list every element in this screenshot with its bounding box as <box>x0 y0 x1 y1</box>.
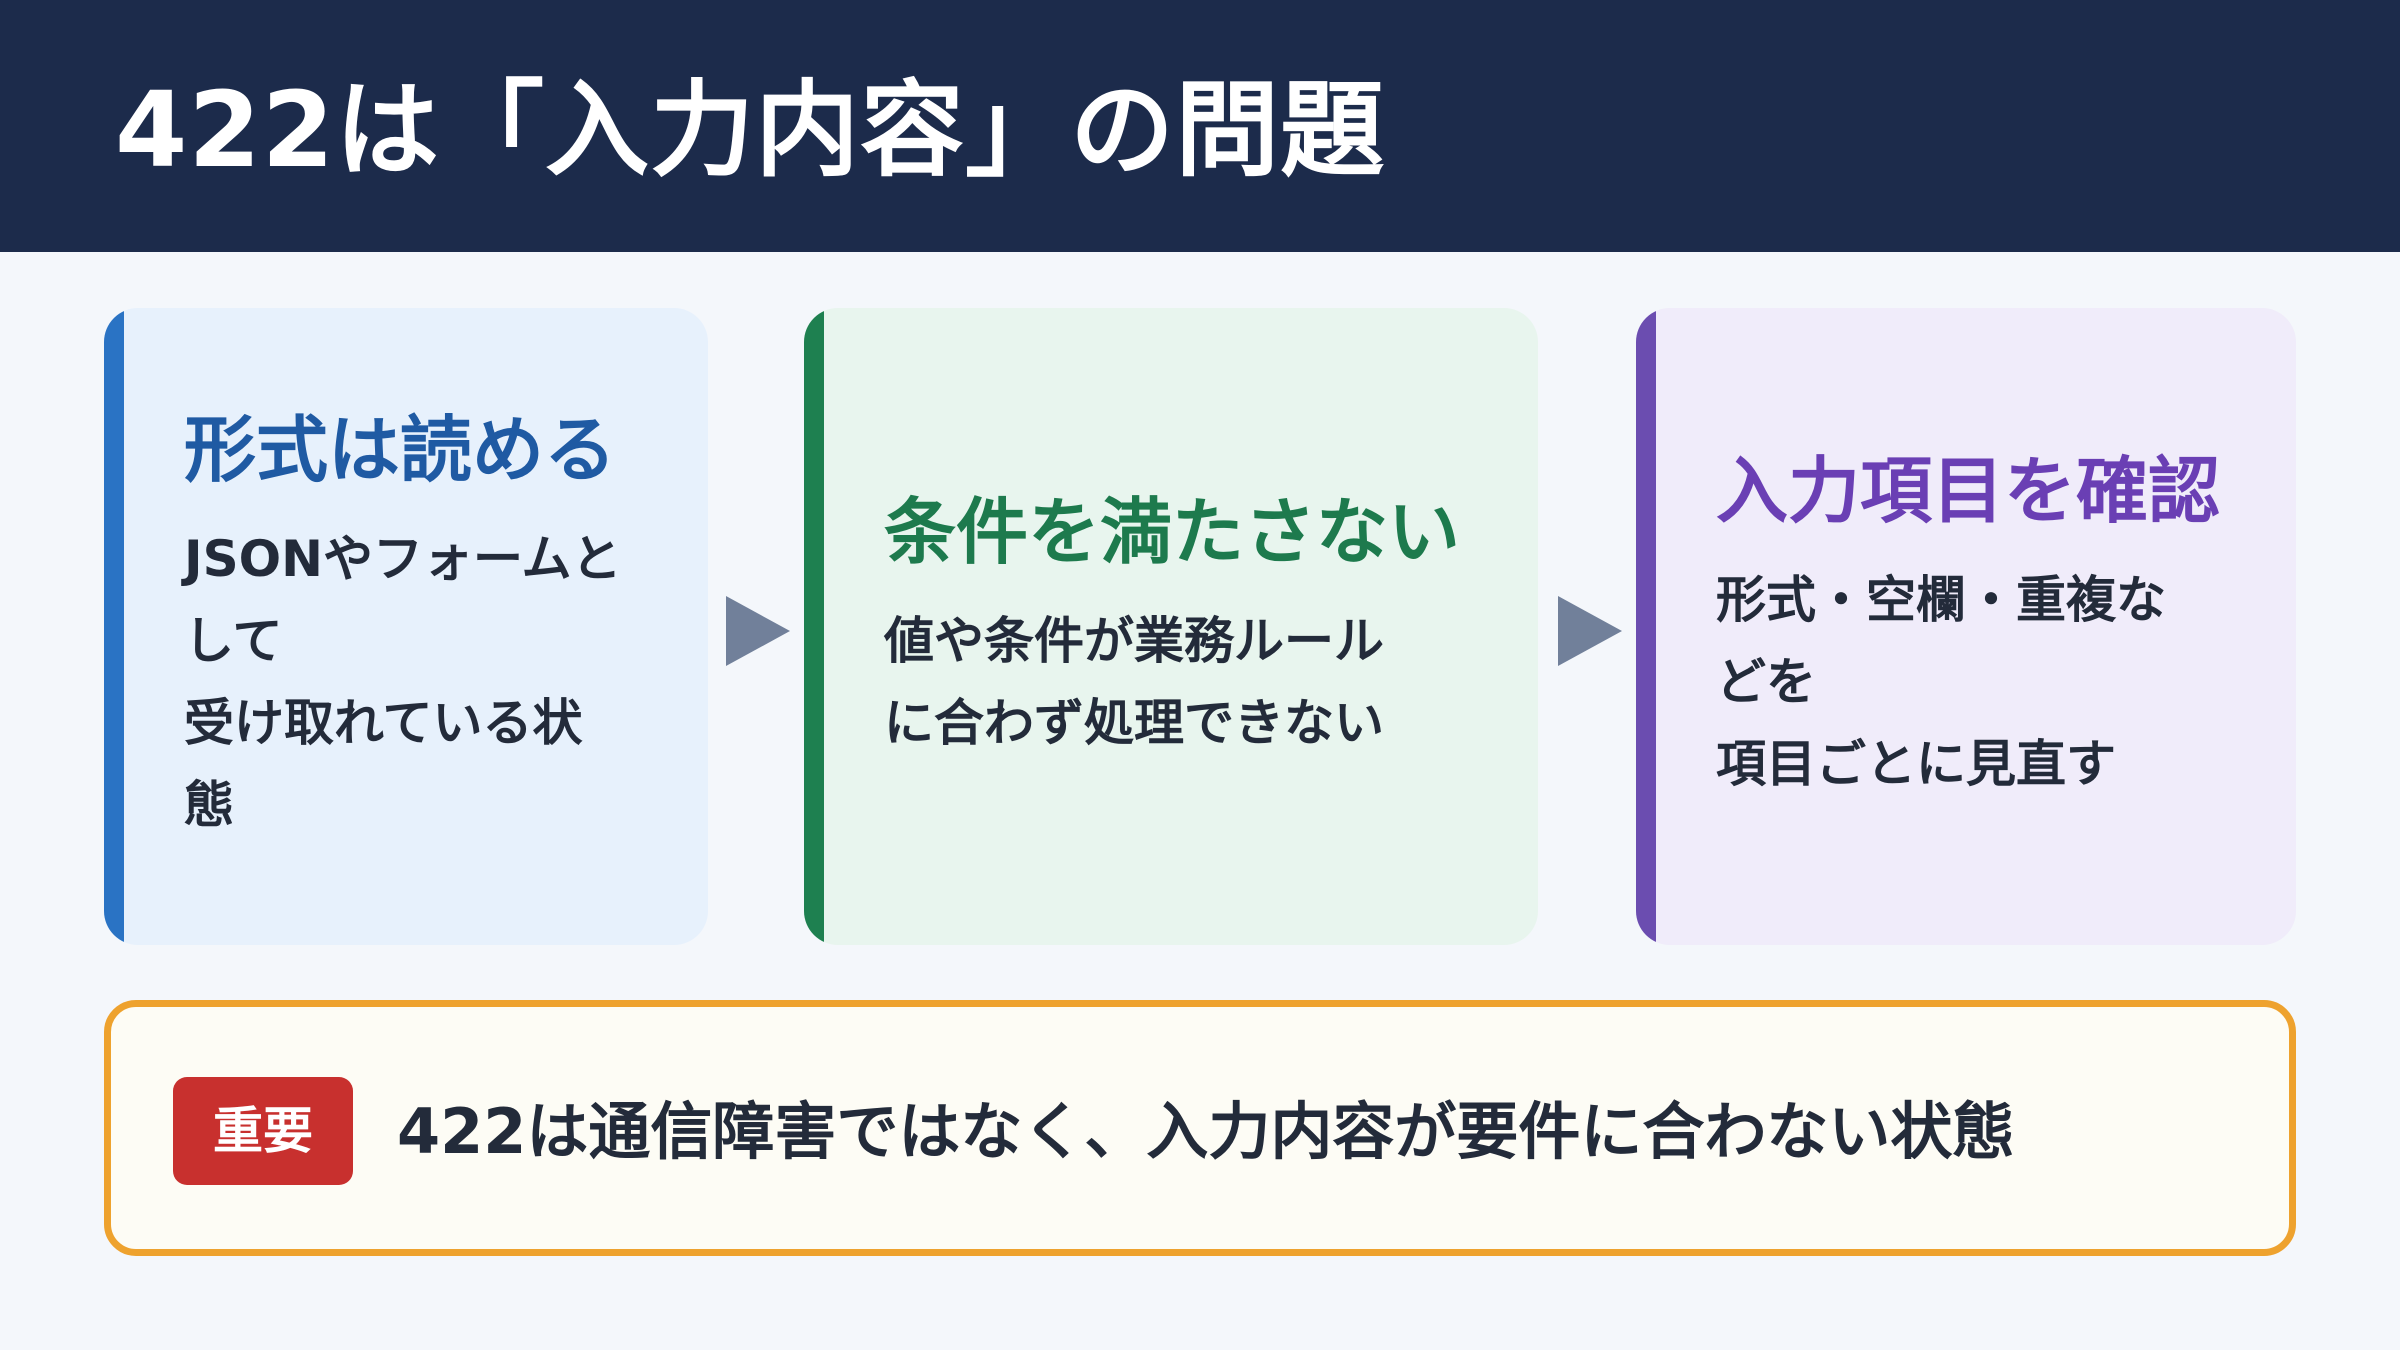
card-content: 条件を満たさない 値や条件が業務ルール に合わず処理できない <box>824 308 1538 945</box>
card-title: 入力項目を確認 <box>1716 449 2221 534</box>
page-title: 422は「入力内容」の問題 <box>115 69 1386 191</box>
card-accent-bar <box>1636 308 1656 945</box>
card-accent-bar <box>804 308 824 945</box>
arrow-right-icon <box>726 596 790 666</box>
arrow-right-icon <box>1558 596 1622 666</box>
card-condition-unmet: 条件を満たさない 値や条件が業務ルール に合わず処理できない <box>804 308 1538 945</box>
card-title: 形式は読める <box>184 408 617 493</box>
important-note: 重要 422は通信障害ではなく、入力内容が要件に合わない状態 <box>104 1000 2296 1256</box>
card-body: 値や条件が業務ルール に合わず処理できない <box>884 611 1384 752</box>
important-note-text: 422は通信障害ではなく、入力内容が要件に合わない状態 <box>397 1095 2015 1168</box>
card-content: 入力項目を確認 形式・空欄・重複な どを 項目ごとに見直す <box>1656 308 2296 945</box>
card-check-inputs: 入力項目を確認 形式・空欄・重複な どを 項目ごとに見直す <box>1636 308 2296 945</box>
card-body: 形式・空欄・重複な どを 項目ごとに見直す <box>1716 570 2166 793</box>
important-badge: 重要 <box>173 1077 353 1185</box>
card-content: 形式は読める JSONやフォームと して 受け取れている状 態 <box>124 308 708 945</box>
header: 422は「入力内容」の問題 <box>0 0 2400 252</box>
card-format-readable: 形式は読める JSONやフォームと して 受け取れている状 態 <box>104 308 708 945</box>
card-body: JSONやフォームと して 受け取れている状 態 <box>184 529 622 834</box>
card-accent-bar <box>104 308 124 945</box>
card-title: 条件を満たさない <box>884 490 1461 575</box>
